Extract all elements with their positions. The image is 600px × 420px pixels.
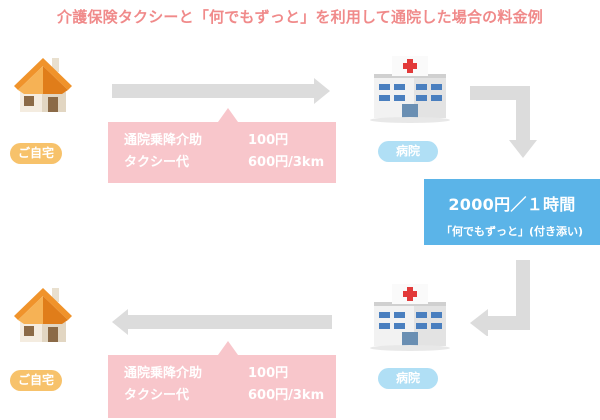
return-fee-box: 通院乗降介助 100円 タクシー代 600円/3km	[108, 341, 336, 418]
callout-tail	[218, 341, 238, 355]
fee-row: タクシー代 600円/3km	[124, 152, 336, 174]
left-arrow-icon	[112, 309, 332, 339]
waiting-service: 「何でもずっと」(付き添い)	[440, 225, 584, 238]
fee-row: 通院乗降介助 100円	[124, 130, 336, 152]
house-icon	[12, 52, 74, 120]
fee-price: 100円	[248, 133, 289, 148]
fee-item: タクシー代	[124, 388, 190, 403]
hospital-label: 病院	[378, 141, 438, 162]
callout-tail	[218, 108, 238, 122]
waiting-amount: 2000円／１時間	[448, 195, 576, 214]
left-arrow-icon	[470, 260, 540, 340]
down-arrow-icon	[470, 86, 540, 166]
fee-row: タクシー代 600円/3km	[124, 385, 336, 407]
right-arrow-icon	[112, 78, 332, 108]
house-icon	[12, 282, 74, 350]
fee-price: 600円/3km	[248, 388, 325, 403]
top-fee-box: 通院乗降介助 100円 タクシー代 600円/3km	[108, 108, 336, 183]
fee-item: 通院乗降介助	[124, 366, 203, 381]
home-label: ご自宅	[10, 370, 62, 391]
hospital-label: 病院	[378, 368, 438, 389]
page-title: 介護保険タクシーと「何でもずっと」を利用して通院した場合の料金例	[57, 8, 543, 26]
home-label: ご自宅	[10, 143, 62, 164]
fee-price: 100円	[248, 366, 289, 381]
fee-item: 通院乗降介助	[124, 133, 203, 148]
waiting-rate-box: 2000円／１時間 「何でもずっと」(付き添い)	[424, 179, 600, 245]
hospital-icon	[368, 54, 452, 128]
fee-row: 通院乗降介助 100円	[124, 363, 336, 385]
fee-item: タクシー代	[124, 155, 190, 170]
hospital-icon	[368, 282, 452, 356]
fee-price: 600円/3km	[248, 155, 325, 170]
